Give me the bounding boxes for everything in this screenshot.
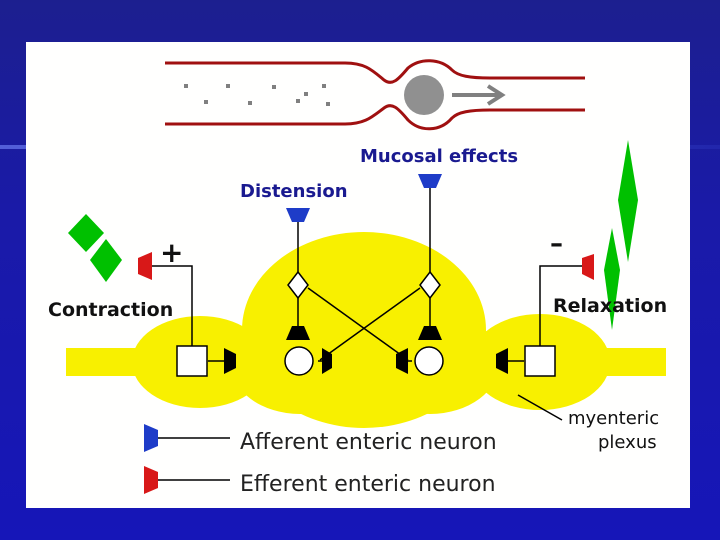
lumen-lower-wall <box>165 104 585 131</box>
neuron-wiring <box>152 188 582 421</box>
propulsion-arrow-icon <box>452 84 506 106</box>
contraction-effector-icon <box>138 252 152 280</box>
afferent-legend-label: Afferent enteric neuron <box>240 430 497 455</box>
distension-label: Distension <box>240 181 348 202</box>
sensory-neuron-somas <box>287 270 441 300</box>
interneuron-right <box>414 346 444 376</box>
motor-neuron-right <box>524 345 556 377</box>
lumen-upper-wall <box>165 59 585 84</box>
neuron-somas <box>176 345 556 377</box>
mucosal-effects-label: Mucosal effects <box>360 146 518 167</box>
synaptic-terminals <box>224 326 508 374</box>
food-bolus <box>404 75 444 115</box>
excitatory-plus-sign: + <box>160 236 183 269</box>
relaxed-muscle-icon <box>604 140 638 330</box>
distension-receptor-icon <box>286 208 310 222</box>
lumen-particles <box>184 84 330 106</box>
inhibitory-minus-sign: – <box>550 229 563 259</box>
intestinal-lumen <box>165 59 585 131</box>
contracted-muscle-icon <box>68 214 122 282</box>
contraction-label: Contraction <box>48 299 173 321</box>
relaxation-label: Relaxation <box>553 295 667 317</box>
motor-neuron-left <box>176 345 208 377</box>
mucosal-receptor-icon <box>418 174 442 188</box>
afferent-terminals <box>286 174 442 222</box>
afferent-legend-icon <box>144 424 158 452</box>
efferent-legend-label: Efferent enteric neuron <box>240 472 496 497</box>
interneuron-left <box>284 346 314 376</box>
efferent-legend-icon <box>144 466 158 494</box>
efferent-terminals <box>138 252 594 280</box>
legend: Afferent enteric neuron Efferent enteric… <box>144 424 497 497</box>
plexus-label: plexus <box>598 432 657 453</box>
relaxation-effector-icon <box>582 254 594 280</box>
myenteric-label: myenteric <box>568 408 659 429</box>
